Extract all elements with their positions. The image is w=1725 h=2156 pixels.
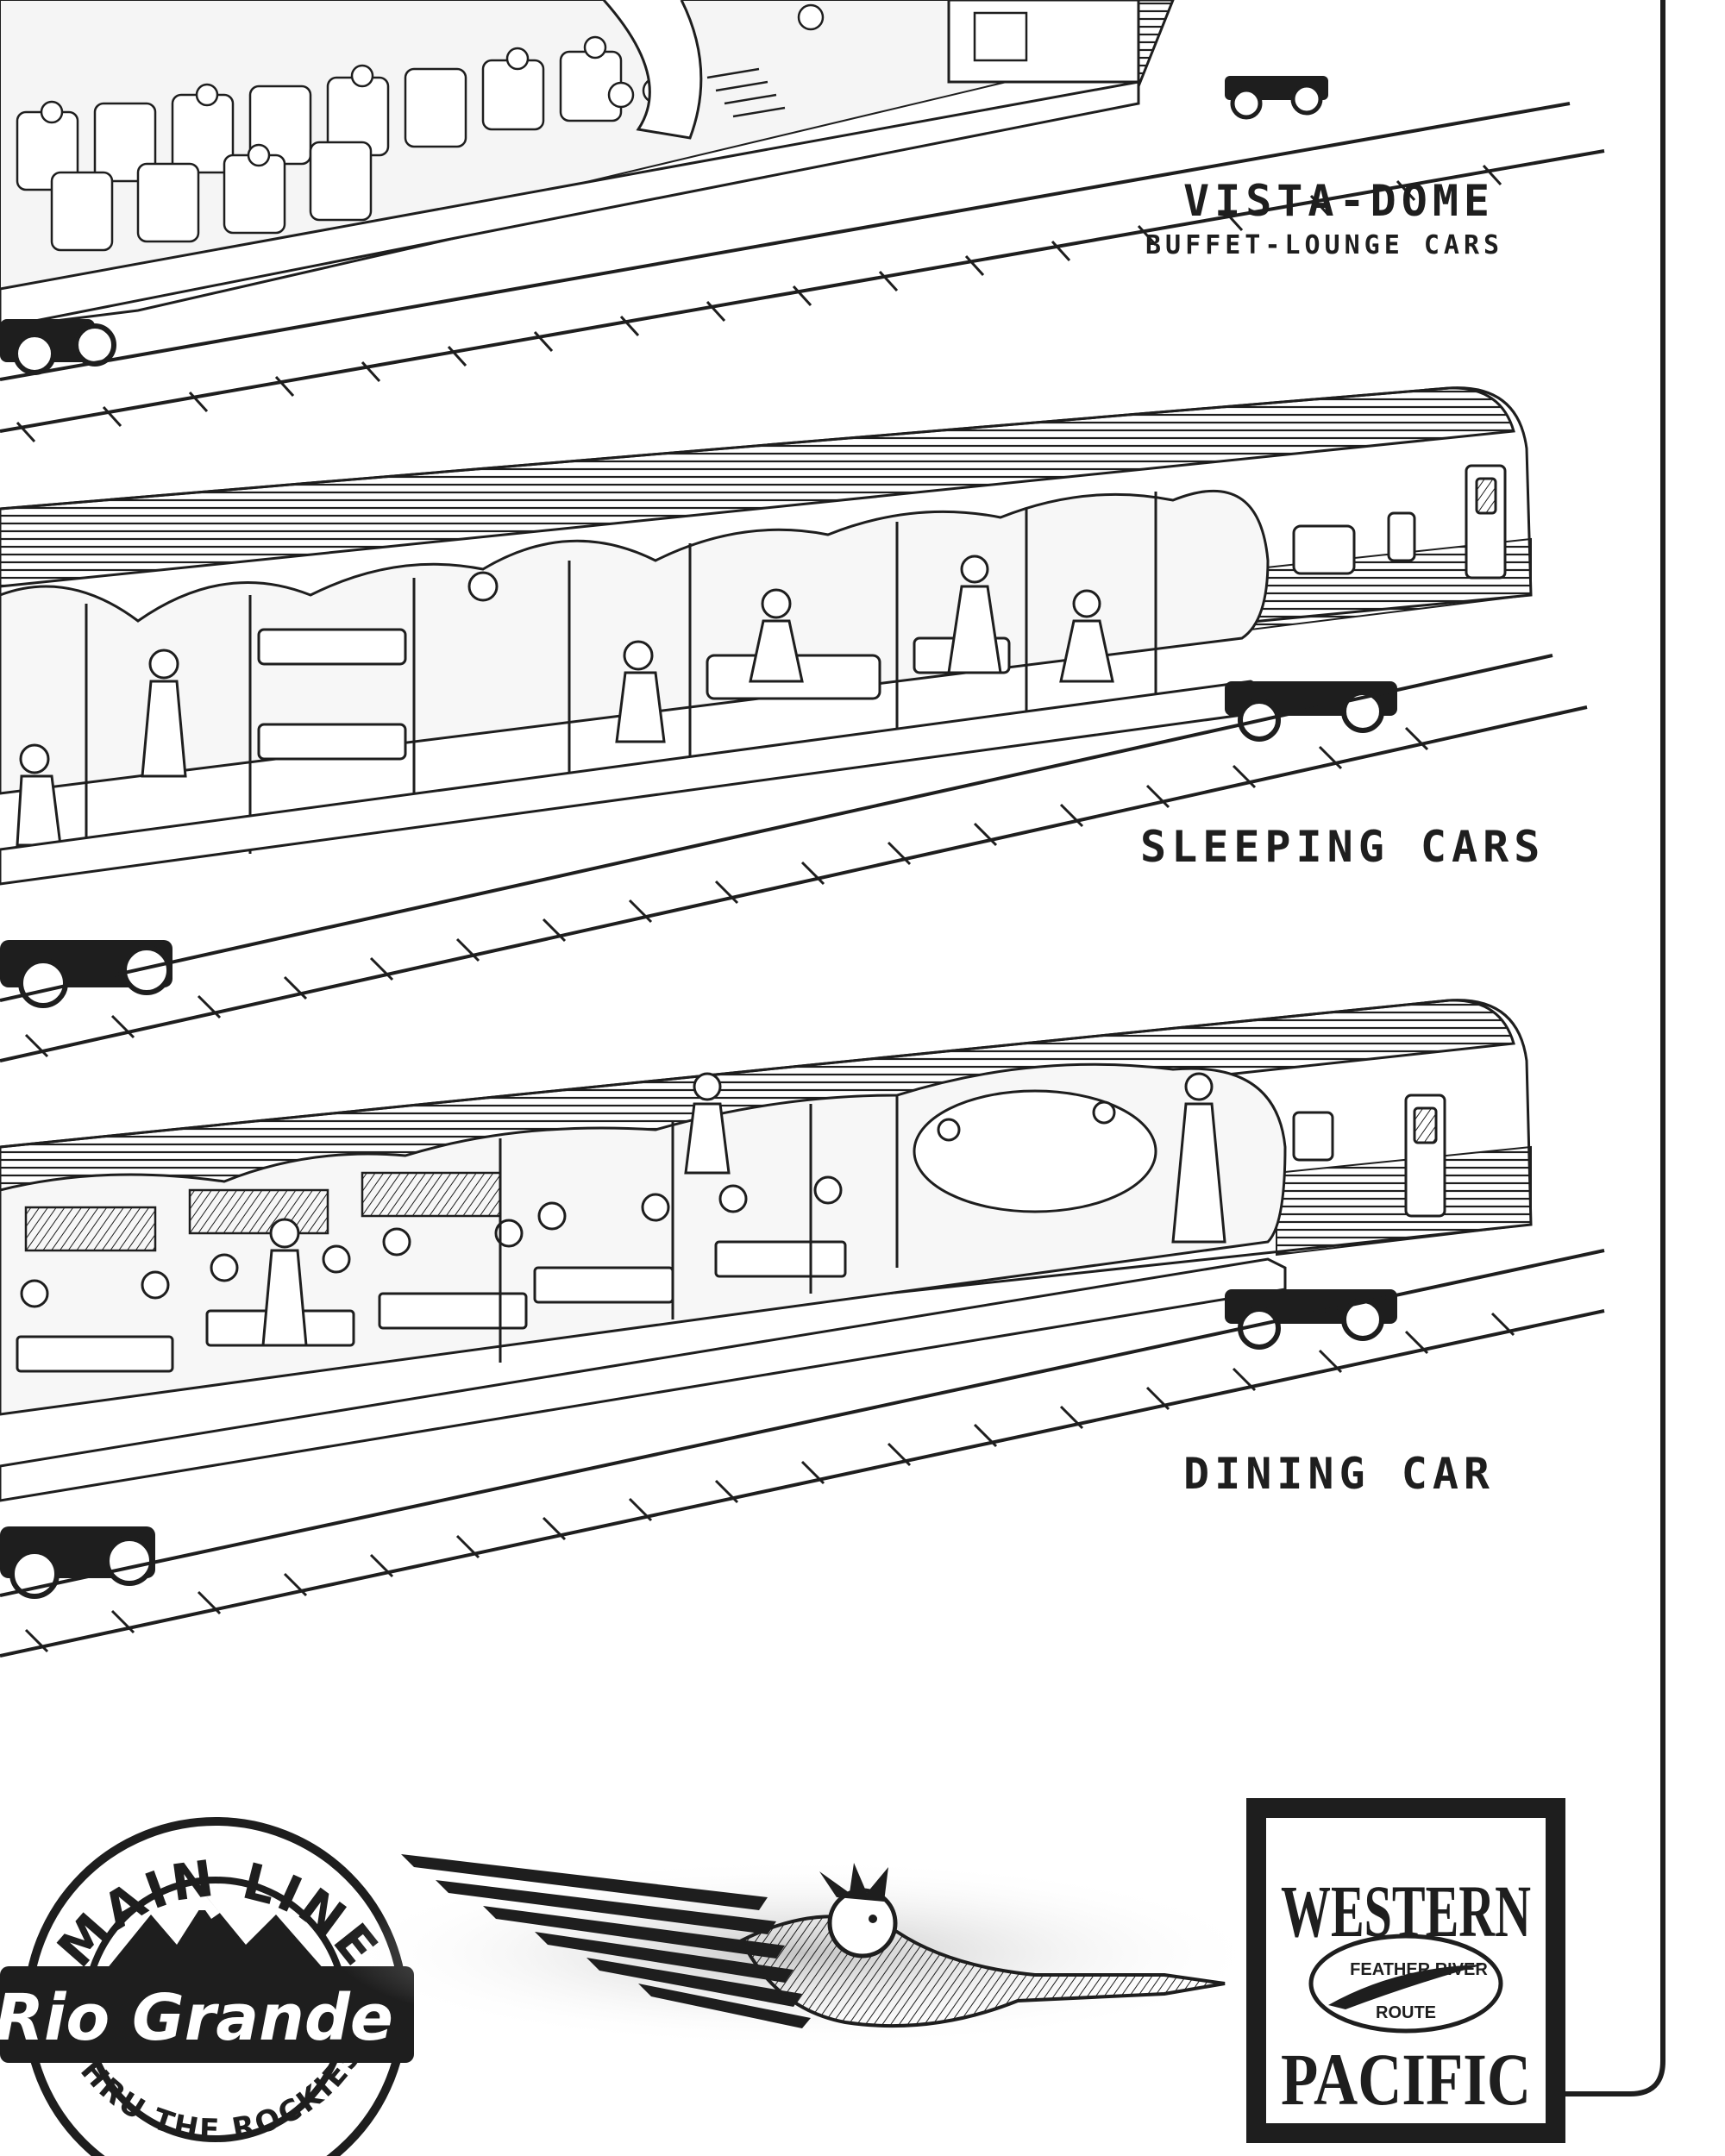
dining-car-caption: DINING CAR	[1183, 1449, 1496, 1499]
dining-car	[0, 999, 1605, 1658]
western-pacific-route-text: ROUTE	[1376, 2003, 1436, 2022]
sleeping-car	[0, 386, 1588, 1062]
vista-dome-subcaption: BUFFET-LOUNGE CARS	[1145, 230, 1504, 260]
frame-border	[1565, 0, 1665, 2096]
rio-grande-logo: MAIN LINE THRU THE ROCKIES Rio Grande	[0, 1817, 414, 2156]
western-pacific-feather-text: FEATHER RIVER	[1350, 1960, 1488, 1979]
sleeping-cars-caption: SLEEPING CARS	[1140, 822, 1546, 872]
vista-dome-caption: VISTA-DOME	[1183, 176, 1496, 226]
winged-emblem	[336, 1854, 1268, 2048]
western-pacific-line2: PACIFIC	[1281, 2038, 1531, 2121]
rio-grande-banner-text: Rio Grande	[0, 1981, 393, 2055]
vista-dome-car	[0, 0, 1605, 443]
western-pacific-logo: WESTERN FEATHER RIVER ROUTE PACIFIC	[1246, 1798, 1565, 2143]
